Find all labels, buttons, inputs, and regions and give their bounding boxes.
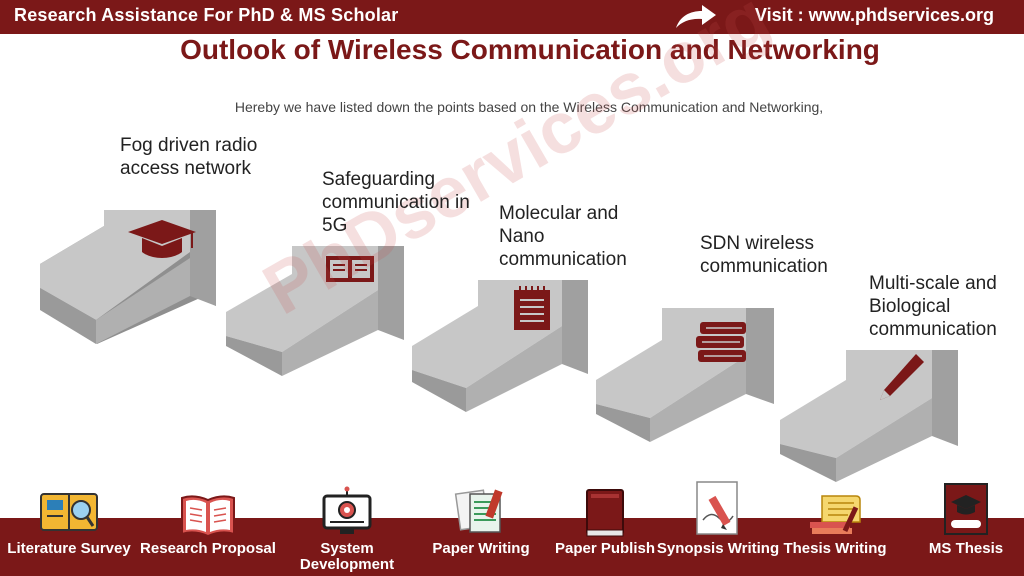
graduation-cap-icon (128, 220, 196, 258)
paper-writing-icon (454, 489, 503, 533)
header-tagline: Research Assistance For PhD & MS Scholar (14, 5, 399, 25)
step-arrow-4 (596, 308, 774, 442)
share-arrow-icon (676, 5, 716, 28)
service-paper-publish[interactable]: Paper Publish (535, 480, 675, 557)
step-arrow-5 (780, 350, 958, 482)
system-development-icon (322, 486, 372, 534)
services-footer (0, 518, 1024, 576)
service-ms-thesis[interactable]: MS Thesis (896, 480, 1024, 557)
service-label: Thesis Writing (783, 540, 887, 557)
ms-thesis-icon (944, 483, 988, 535)
service-paper-writing[interactable]: Paper Writing (411, 480, 551, 557)
thesis-writing-icon (810, 495, 861, 534)
notepad-icon (514, 286, 550, 330)
paper-publish-icon (586, 489, 624, 537)
service-thesis-writing[interactable]: Thesis Writing (765, 480, 905, 557)
page-subtitle: Hereby we have listed down the points ba… (234, 99, 824, 115)
step-label-3: Molecular and Nano communication (499, 203, 627, 270)
service-label: MS Thesis (928, 540, 1004, 557)
page-title: Outlook of Wireless Communication and Ne… (180, 34, 880, 65)
synopsis-writing-icon (696, 481, 738, 535)
step-arrow-3 (412, 280, 588, 412)
open-book-icon (326, 256, 374, 282)
literature-survey-icon (40, 493, 98, 531)
service-label: System Development (299, 540, 395, 573)
step-label-2: Safeguarding communication in 5G (322, 169, 470, 236)
service-research-proposal[interactable]: Research Proposal (138, 480, 278, 557)
step-label-5: Multi-scale and Biological communication (869, 273, 997, 340)
service-synopsis-writing[interactable]: Synopsis Writing (648, 480, 788, 557)
service-label: Paper Publish (554, 540, 656, 557)
research-proposal-icon (181, 495, 235, 538)
service-label: Literature Survey (7, 540, 131, 557)
website-link[interactable]: Visit : www.phdservices.org (754, 5, 994, 25)
books-stack-icon (696, 322, 746, 362)
service-label: Research Proposal (140, 540, 276, 557)
service-system-development[interactable]: System Development (277, 480, 417, 573)
service-label: Synopsis Writing (656, 540, 780, 557)
pencil-icon (880, 354, 924, 400)
step-label-4: SDN wireless communication (700, 233, 828, 277)
header-bar: Research Assistance For PhD & MS Scholar… (0, 0, 1024, 34)
service-label: Paper Writing (432, 540, 530, 557)
service-literature-survey[interactable]: Literature Survey (0, 480, 139, 557)
step-label-1: Fog driven radio access network (120, 135, 258, 179)
